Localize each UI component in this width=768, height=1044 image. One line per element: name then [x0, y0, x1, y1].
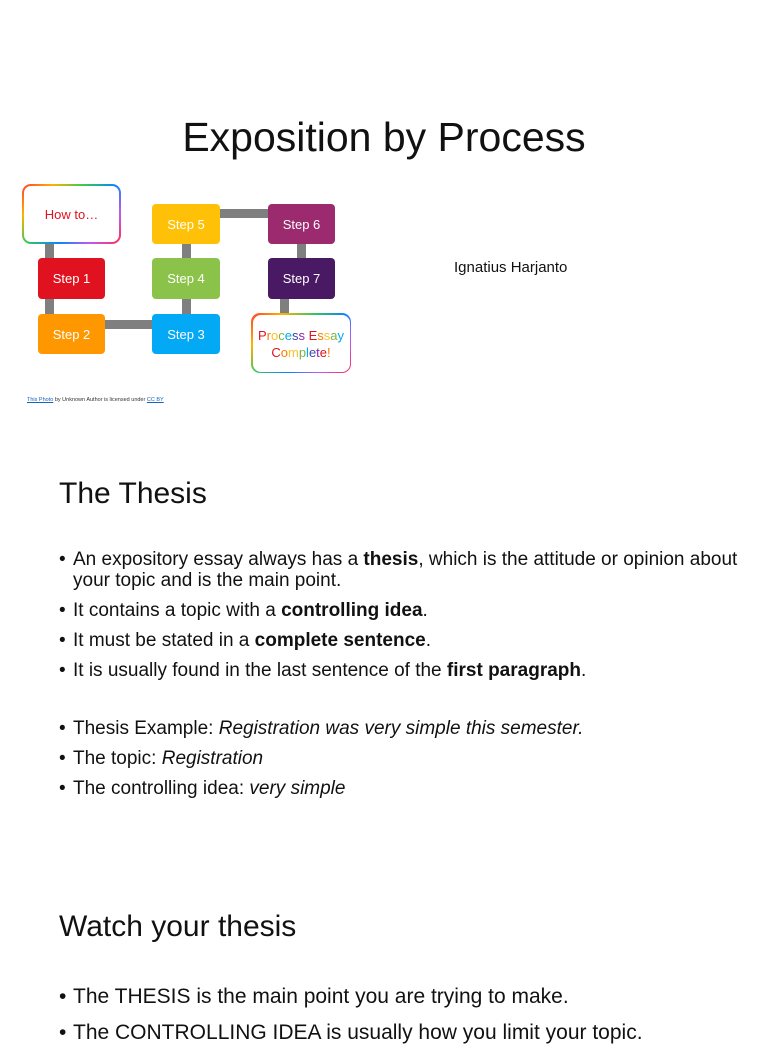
list-item: •It must be stated in a complete sentenc…: [59, 630, 432, 651]
photo-link[interactable]: This Photo: [27, 397, 54, 403]
step2-box: Step 2: [38, 314, 105, 354]
how-to-label: How to…: [24, 186, 119, 242]
thesis-example-list: •Thesis Example: Registration was very s…: [59, 718, 739, 799]
connector-step2-step3: [104, 320, 153, 329]
connector-step5-step6: [220, 209, 268, 218]
connector-step7-complete: [280, 299, 289, 314]
complete-line2: Complete!: [271, 344, 331, 360]
caption-middle-text: by Unknown Author is licensed under: [53, 397, 147, 403]
process-diagram: How to… Step 1 Step 2 Step 3 Step 4 Step…: [0, 0, 768, 420]
step6-box: Step 6: [268, 204, 335, 244]
step4-box: Step 4: [152, 258, 220, 299]
step3-box: Step 3: [152, 314, 220, 354]
process-complete-label: Process Essay Complete!: [252, 314, 350, 372]
process-complete-box: Process Essay Complete!: [251, 313, 351, 373]
how-to-box: How to…: [22, 184, 121, 244]
list-item: •An expository essay always has a thesis…: [59, 549, 738, 591]
watch-thesis-heading: Watch your thesis: [59, 910, 297, 943]
thesis-bullet-list: •An expository essay always has a thesis…: [59, 549, 739, 681]
list-item: •The controlling idea: very simple: [59, 778, 346, 799]
watch-thesis-list: •The THESIS is the main point you are tr…: [59, 986, 739, 1044]
license-link[interactable]: CC BY: [146, 397, 164, 403]
connector-step4-step5: [182, 244, 191, 258]
connector-howto-step1: [45, 244, 54, 258]
step7-box: Step 7: [268, 258, 335, 299]
complete-line1: Process Essay: [257, 327, 344, 343]
list-item: •The THESIS is the main point you are tr…: [59, 985, 569, 1008]
list-item: •It contains a topic with a controlling …: [59, 600, 428, 621]
step5-box: Step 5: [152, 204, 220, 244]
list-item: •Thesis Example: Registration was very s…: [59, 718, 584, 739]
list-item: •The topic: Registration: [59, 748, 264, 769]
connector-step3-step4: [182, 299, 191, 314]
thesis-heading: The Thesis: [59, 477, 207, 510]
slide-title: Exposition by Process: [182, 114, 586, 160]
author-name: Ignatius Harjanto: [454, 259, 568, 276]
connector-step1-step2: [45, 299, 54, 314]
list-item: • It is usually found in the last senten…: [59, 660, 587, 681]
step1-box: Step 1: [38, 258, 105, 299]
list-item: •The CONTROLLING IDEA is usually how you…: [59, 1021, 643, 1044]
photo-caption: This Photo by Unknown Author is licensed…: [27, 397, 164, 403]
connector-step6-step7: [297, 244, 306, 258]
